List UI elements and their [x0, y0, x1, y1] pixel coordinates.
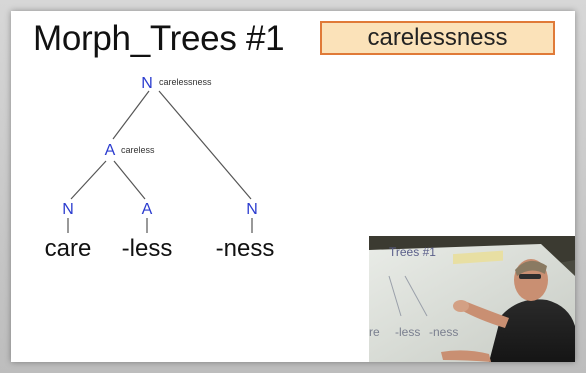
morphology-tree: N carelessness A careless N A N care -le… — [45, 75, 275, 262]
slide-title: Morph_Trees #1 — [33, 19, 285, 58]
node-n-left-label: N — [62, 201, 74, 218]
leaf-care: care — [45, 235, 92, 262]
target-word-box: carelessness — [320, 21, 555, 55]
branch-root-a — [112, 90, 150, 140]
lecture-slide: Morph_Trees #1 carelessness N carelessne… — [11, 11, 575, 362]
branch-a-a — [113, 160, 146, 200]
node-root-label: N — [141, 75, 153, 92]
presenter-video-frame: Trees #1 re -less -ness — [369, 236, 575, 362]
leaf-less: -less — [122, 235, 173, 262]
leaf-ness: -ness — [216, 235, 275, 262]
target-word: carelessness — [367, 24, 508, 51]
inset-leaf-re: re — [369, 325, 380, 339]
inset-leaf-less: -less — [395, 325, 420, 339]
branch-root-n — [158, 90, 252, 200]
node-a-note: careless — [121, 145, 155, 155]
inset-slide-title: Trees #1 — [389, 245, 436, 259]
node-a-mid-label: A — [142, 201, 153, 218]
node-a-label: A — [105, 142, 116, 159]
presenter-video-inset: Trees #1 re -less -ness — [369, 236, 575, 362]
branch-a-n — [70, 160, 107, 200]
node-root-note: carelessness — [159, 77, 212, 87]
inset-leaf-ness: -ness — [429, 325, 458, 339]
node-n-right-label: N — [246, 201, 258, 218]
